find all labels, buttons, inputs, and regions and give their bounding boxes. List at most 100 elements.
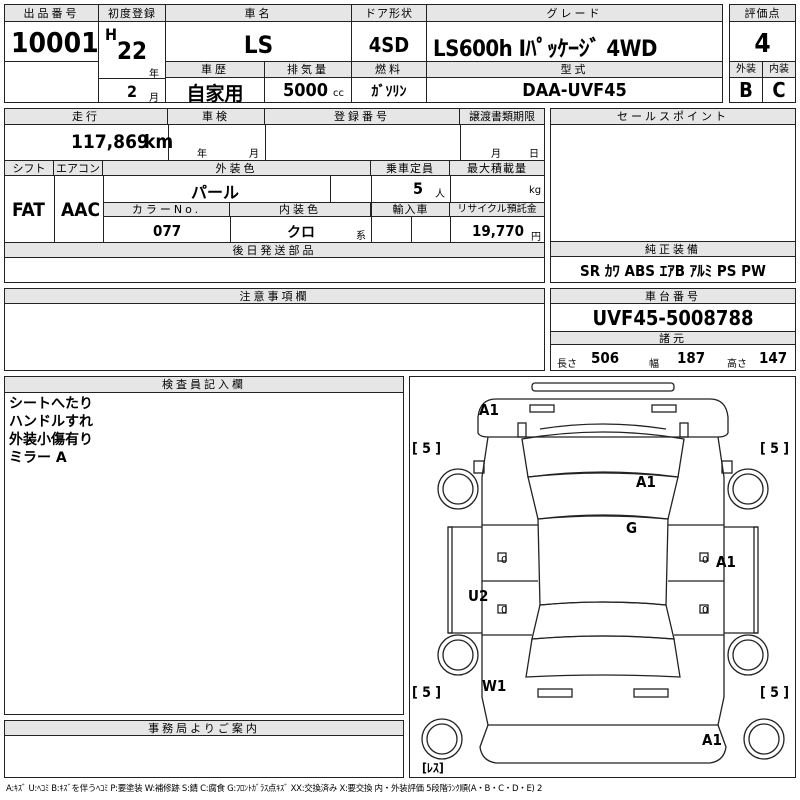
mark-rear-bumper: A1 [702, 731, 722, 749]
tire-rear-right: [ 5 ] [760, 685, 790, 701]
car-name-value: LS [243, 31, 274, 59]
chassis-header: 車台番号 [551, 289, 795, 304]
tire-front-right: [ 5 ] [760, 441, 790, 457]
exterior-grade-header: 外装 [730, 62, 762, 78]
import-header: 輸入車 [372, 203, 450, 217]
inspector-note: 外装小傷有り [9, 432, 93, 448]
model-code-cell: 型式 DAA-UVF45 [426, 61, 723, 103]
lot-number-cell: 出品番号 10001 [4, 4, 99, 62]
grade-cell: グレード LS600h Iﾊﾟｯｹｰｼﾞ 4WD [426, 4, 723, 62]
mark-left-rear-door: U2 [468, 587, 489, 605]
chassis-number-value: UVF45-5008788 [592, 306, 754, 330]
genuine-equipment-value: SR ｶﾜ ABS ｴｱB ｱﾙﾐ PS PW [580, 262, 766, 280]
aircon-value: AAC [61, 199, 101, 221]
inspector-note: ミラー A [9, 450, 67, 466]
tire-front-left: [ 5 ] [412, 441, 442, 457]
sales-point-header: セールスポイント [551, 109, 795, 125]
first-registration-year: 22 [117, 37, 148, 65]
later-parts-header: 後日発送部品 [5, 243, 544, 258]
genuine-equipment-cell: 純正装備 SR ｶﾜ ABS ｴｱB ｱﾙﾐ PS PW [550, 241, 796, 283]
mark-front-bumper: A1 [479, 401, 499, 419]
door-type-header: ドア形状 [352, 5, 426, 22]
mark-hood: A1 [636, 473, 656, 491]
genuine-equipment-header: 純正装備 [551, 242, 795, 257]
capacity-value: 5 [413, 179, 424, 198]
car-name-header: 車名 [166, 5, 351, 22]
lot-number-value: 10001 [11, 26, 99, 59]
shift-value: FAT [12, 199, 45, 221]
color-number-value: 077 [153, 222, 182, 240]
mark-right-front-door-zero: 0 [702, 555, 709, 566]
height-label: 高さ [727, 359, 747, 370]
damage-legend: A:ｷｽﾞ U:ﾍｺﾐ B:ｷｽﾞを伴うﾍｺﾐ P:要塗装 W:補修跡 S:錆 … [6, 784, 543, 794]
grade-value: LS600h Iﾊﾟｯｹｰｼﾞ 4WD [433, 37, 657, 62]
interior-grade-header: 内装 [763, 62, 795, 78]
car-diagram-panel: A1 A1 G A1 U2 W1 A1 0 0 0 0 [ 5 ] [ 5 ] … [409, 376, 796, 778]
kg-unit: kg [529, 185, 542, 196]
history-header: 車歴 [166, 62, 264, 78]
score-value: 4 [754, 29, 771, 59]
interior-color-header: 内装色 [230, 203, 371, 217]
door-type-cell: ドア形状 4SD [351, 4, 427, 62]
year-unit: 年 [149, 69, 159, 80]
inspector-note: シートへたり [9, 396, 93, 412]
lot-number-spare-cell [4, 61, 99, 103]
exterior-color-header: 外装色 [103, 161, 371, 176]
transfer-deadline-header: 譲渡書類期限 [460, 109, 544, 125]
spare-tire-label: [ﾚｽ] [422, 761, 444, 775]
mark-left-rear-door-zero: 0 [501, 605, 508, 616]
displacement-header: 排気量 [265, 62, 351, 78]
lot-number-header: 出品番号 [5, 5, 98, 22]
cc-unit: cc [333, 88, 344, 99]
height-value: 147 [759, 349, 788, 367]
transfer-month-unit: 月 [491, 149, 501, 160]
inspector-notes-header: 検査員記入欄 [5, 377, 403, 393]
sales-point-cell: セールスポイント [550, 108, 796, 242]
exterior-grade-value: B [739, 78, 753, 102]
recycle-value: 19,770 [472, 222, 525, 240]
model-code-value: DAA-UVF45 [522, 80, 627, 101]
width-value: 187 [677, 349, 706, 367]
door-type-value: 4SD [368, 33, 410, 57]
car-name-cell: 車名 LS [165, 4, 352, 62]
capacity-header: 乗車定員 [371, 161, 450, 176]
length-value: 506 [591, 349, 620, 367]
model-code-header: 型式 [427, 62, 722, 78]
people-unit: 人 [435, 189, 445, 200]
displacement-cell: 排気量 5000 cc [264, 61, 352, 103]
transfer-day-unit: 日 [529, 149, 539, 160]
inspector-note: ハンドルすれ [9, 414, 93, 430]
mark-left-front-door-zero: 0 [501, 555, 508, 566]
yen-unit: 円 [531, 232, 541, 243]
grade-header: グレード [427, 5, 722, 22]
first-registration-month: 2 [127, 82, 138, 101]
era-letter: H [105, 25, 118, 44]
exterior-color-value: パール [191, 183, 240, 202]
shift-header: シフト [5, 161, 54, 176]
mark-right-front-door: A1 [716, 553, 736, 571]
office-notice-header: 事務局よりご案内 [5, 721, 403, 736]
history-value: 自家用 [186, 83, 244, 105]
aircon-header: エアコン [54, 161, 103, 176]
inspection-year-unit: 年 [197, 149, 207, 160]
notes-header: 注意事項欄 [5, 289, 544, 304]
score-cell: 評価点 4 [729, 4, 796, 62]
specs-header: 諸元 [551, 331, 795, 345]
mark-left-rear-fender: W1 [482, 677, 507, 695]
notes-cell: 注意事項欄 [4, 288, 545, 371]
color-number-header: カラーNo. [104, 203, 230, 217]
mileage-block: 走行 車検 登録番号 譲渡書類期限 117,869 km 年 月 月 日 シフト… [4, 108, 545, 283]
kei-unit: 系 [356, 231, 366, 242]
mark-right-rear-door-zero: 0 [702, 605, 709, 616]
first-registration-cell: 初度登録 H 22 年 [98, 4, 166, 80]
fuel-cell: 燃料 ｶﾞｿﾘﾝ [351, 61, 427, 103]
first-registration-month-cell: 2 月 [98, 78, 166, 104]
interior-grade-value: C [772, 78, 786, 102]
displacement-value: 5000 [283, 80, 329, 101]
car-diagram [421, 382, 785, 764]
max-load-header: 最大積載量 [450, 161, 544, 176]
tire-rear-left: [ 5 ] [412, 685, 442, 701]
mileage-value: 117,869 [71, 131, 149, 153]
recycle-header: リサイクル預託金 [450, 203, 544, 217]
exterior-grade-cell: 外装 B [729, 61, 763, 103]
